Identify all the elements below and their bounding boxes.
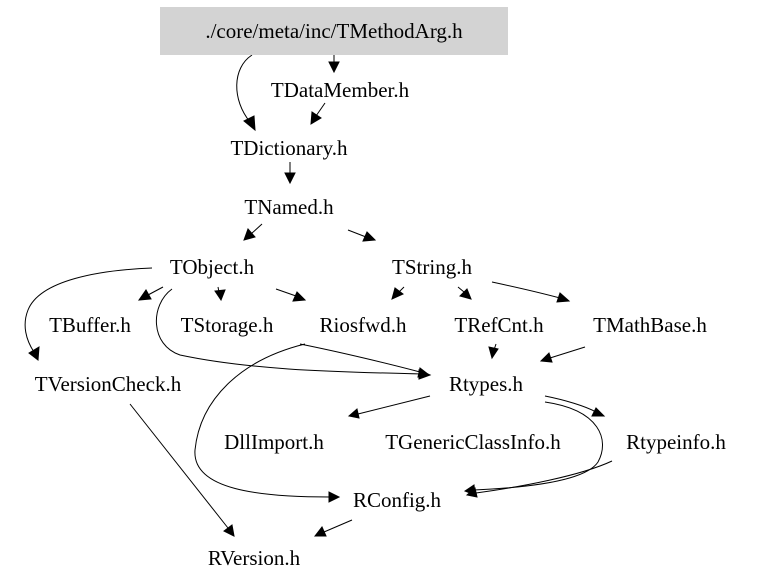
node-rversion[interactable]: RVersion.h — [207, 546, 301, 570]
node-dllimport[interactable]: DllImport.h — [224, 430, 324, 454]
node-tgenericclassinfo[interactable]: TGenericClassInfo.h — [385, 430, 561, 454]
edge-tobject-riosfwd — [275, 288, 307, 302]
edge-rtypeinfo-rconfig — [465, 460, 613, 498]
edge-tdictionary-tnamed — [284, 162, 296, 185]
node-rtypeinfo[interactable]: Rtypeinfo.h — [626, 430, 726, 454]
edge-tversioncheck-rversion — [129, 403, 235, 537]
node-tdictionary[interactable]: TDictionary.h — [230, 136, 348, 160]
edge-tobject-tversioncheck — [24, 267, 153, 361]
node-tobject[interactable]: TObject.h — [169, 255, 255, 279]
edge-trefcnt-rtypes — [488, 343, 499, 360]
node-tstring[interactable]: TString.h — [392, 255, 472, 279]
node-tnamed[interactable]: TNamed.h — [244, 195, 334, 219]
edge-rtypes-rtypeinfo — [544, 395, 606, 417]
node-rtypes[interactable]: Rtypes.h — [448, 372, 524, 396]
node-riosfwd[interactable]: Riosfwd.h — [319, 313, 407, 337]
node-tstorage[interactable]: TStorage.h — [180, 313, 274, 337]
edge-tstring-trefcnt — [457, 286, 472, 300]
edge-tmethodarg-tdatamember — [328, 55, 340, 74]
node-tbuffer[interactable]: TBuffer.h — [49, 313, 131, 337]
node-rconfig[interactable]: RConfig.h — [352, 488, 442, 512]
edge-tobject-tbuffer — [137, 286, 164, 301]
root-node-box[interactable] — [160, 7, 508, 55]
node-tversioncheck[interactable]: TVersionCheck.h — [34, 372, 182, 396]
edge-tstring-tmathbase — [491, 281, 571, 303]
edge-riosfwd-rconfig — [194, 343, 341, 503]
edge-rconfig-rversion — [313, 519, 353, 537]
edge-tdatamember-tdictionary — [310, 102, 326, 125]
node-tmethodarg[interactable]: ./core/meta/inc/TMethodArg.h — [205, 19, 463, 43]
edge-tmethodarg-tdictionary — [236, 54, 256, 132]
edge-tstorage-rtypes — [299, 343, 431, 378]
node-tdatamember[interactable]: TDataMember.h — [270, 78, 410, 102]
edge-tmathbase-rtypes — [539, 346, 586, 363]
edge-tstring-riosfwd — [391, 286, 405, 300]
node-trefcnt[interactable]: TRefCnt.h — [454, 313, 544, 337]
edge-rtypes-dllimport — [347, 395, 431, 419]
edge-tnamed-tobject — [243, 223, 263, 241]
edge-tobject-tstorage — [214, 286, 226, 302]
node-tmathbase[interactable]: TMathBase.h — [593, 313, 707, 337]
edge-tnamed-tstring — [347, 229, 377, 242]
